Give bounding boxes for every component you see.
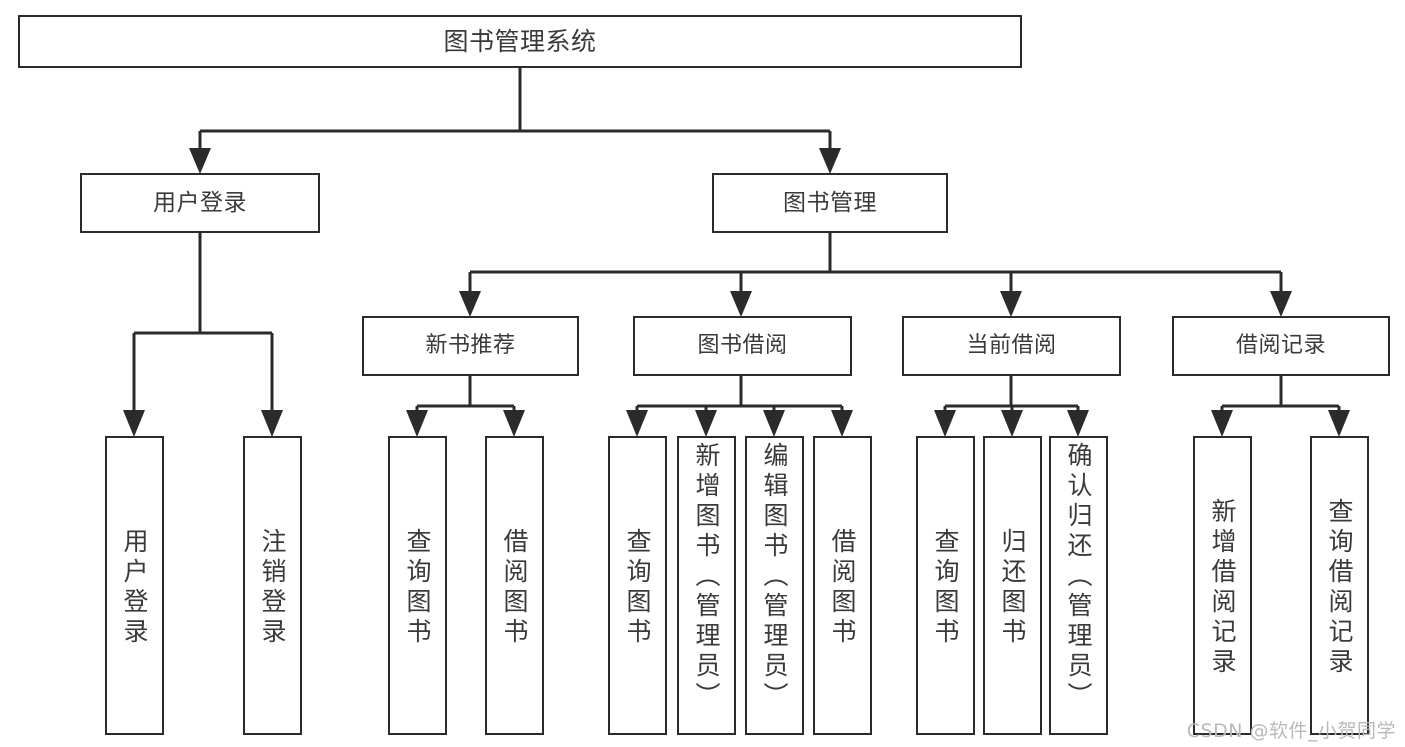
node-label: 用户登录: [153, 189, 247, 216]
node-label: 用户登录: [120, 527, 149, 648]
leaf-book-borrow-query-book[interactable]: 查询图书: [608, 436, 667, 735]
node-label: 借阅图书: [500, 527, 529, 648]
leaf-new-book-query-book[interactable]: 查询图书: [388, 436, 447, 735]
node-label: 编辑图书（管理员）: [760, 442, 789, 712]
node-label: 当前借阅: [966, 333, 1057, 359]
node-label: 图书管理: [783, 189, 877, 216]
node-label: 借阅图书: [828, 527, 857, 648]
node-label: 借阅记录: [1235, 333, 1326, 359]
node-book-management[interactable]: 图书管理: [712, 173, 948, 233]
node-current-borrow[interactable]: 当前借阅: [902, 316, 1121, 376]
node-borrow-record[interactable]: 借阅记录: [1172, 316, 1390, 376]
node-label: 查询借阅记录: [1325, 497, 1354, 678]
leaf-current-borrow-confirm-return-admin[interactable]: 确认归还（管理员）: [1049, 436, 1108, 735]
node-label: 查询图书: [931, 527, 960, 648]
node-label: 确认归还（管理员）: [1064, 442, 1093, 712]
node-label: 新书推荐: [425, 333, 516, 359]
node-label: 新增借阅记录: [1208, 497, 1237, 678]
leaf-user-login-login[interactable]: 用户登录: [105, 436, 164, 735]
leaf-book-borrow-edit-book-admin[interactable]: 编辑图书（管理员）: [745, 436, 804, 735]
node-book-borrow[interactable]: 图书借阅: [633, 316, 852, 376]
leaf-new-book-borrow-book[interactable]: 借阅图书: [485, 436, 544, 735]
node-label: 归还图书: [998, 527, 1027, 648]
leaf-book-borrow-add-book-admin[interactable]: 新增图书（管理员）: [677, 436, 736, 735]
node-label: 新增图书（管理员）: [692, 442, 721, 712]
node-root-book-management-system[interactable]: 图书管理系统: [18, 15, 1022, 68]
node-label: 图书借阅: [697, 333, 788, 359]
leaf-user-login-logout[interactable]: 注销登录: [243, 436, 302, 735]
leaf-borrow-record-query-record[interactable]: 查询借阅记录: [1310, 436, 1369, 735]
leaf-current-borrow-query-book[interactable]: 查询图书: [916, 436, 975, 735]
csdn-watermark: CSDN @软件_小贺同学: [1186, 720, 1396, 742]
node-label: 注销登录: [258, 527, 287, 648]
node-label: 图书管理系统: [443, 27, 597, 56]
leaf-borrow-record-add-record[interactable]: 新增借阅记录: [1193, 436, 1252, 735]
node-new-book-recommend[interactable]: 新书推荐: [362, 316, 579, 376]
node-label: 查询图书: [403, 527, 432, 648]
leaf-book-borrow-borrow-book[interactable]: 借阅图书: [813, 436, 872, 735]
node-label: 查询图书: [623, 527, 652, 648]
node-user-login[interactable]: 用户登录: [80, 173, 320, 233]
leaf-current-borrow-return-book[interactable]: 归还图书: [983, 436, 1042, 735]
